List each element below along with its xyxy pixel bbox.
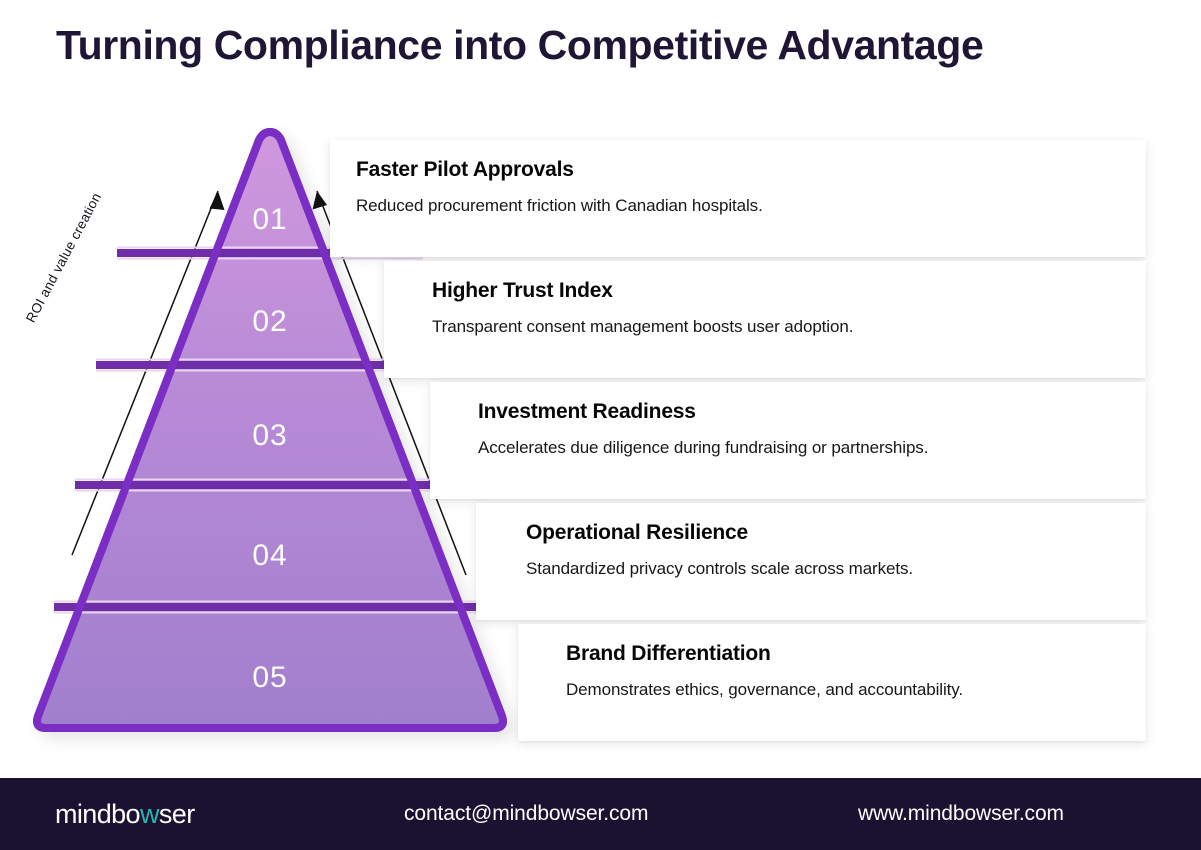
tier-number-04: 04 xyxy=(252,539,288,572)
logo-accent-w: w xyxy=(139,798,160,829)
benefit-card-1-description: Reduced procurement friction with Canadi… xyxy=(356,196,763,215)
benefit-card-5-title: Brand Differentiation xyxy=(566,642,771,665)
benefit-card-4-description: Standardized privacy controls scale acro… xyxy=(526,559,914,578)
benefit-card-2-title: Higher Trust Index xyxy=(432,279,613,302)
benefit-card-1[interactable]: Faster Pilot Approvals Reduced procureme… xyxy=(330,140,1146,257)
benefit-card-3-description: Accelerates due diligence during fundrai… xyxy=(478,438,929,457)
tier-dividers xyxy=(54,246,486,614)
pyramid-stage: 01 02 03 04 05 ROI and value creation Fa… xyxy=(0,118,1201,778)
benefit-card-4-title: Operational Resilience xyxy=(526,521,749,544)
tier-number-01: 01 xyxy=(252,203,288,236)
footer-website[interactable]: www.mindbowser.com xyxy=(858,802,1064,825)
page-title: Turning Compliance into Competitive Adva… xyxy=(56,22,984,68)
mindbowser-logo: mindbowser xyxy=(55,799,195,830)
benefit-card-5[interactable]: Brand Differentiation Demonstrates ethic… xyxy=(518,624,1146,741)
tier-number-05: 05 xyxy=(252,661,288,694)
benefit-card-3[interactable]: Investment Readiness Accelerates due dil… xyxy=(430,382,1146,499)
footer-email[interactable]: contact@mindbowser.com xyxy=(404,802,649,825)
benefit-card-3-title: Investment Readiness xyxy=(478,400,696,423)
logo-text-part2: ser xyxy=(158,798,195,829)
benefit-card-1-title: Faster Pilot Approvals xyxy=(356,158,574,181)
benefit-card-2-description: Transparent consent management boosts us… xyxy=(432,317,854,336)
benefit-card-2[interactable]: Higher Trust Index Transparent consent m… xyxy=(384,261,1146,378)
benefit-card-5-description: Demonstrates ethics, governance, and acc… xyxy=(566,680,964,699)
tier-number-03: 03 xyxy=(252,419,288,452)
pyramid-outline-overlay xyxy=(33,128,507,732)
logo-text-part1: mindbo xyxy=(55,798,141,829)
tier-number-02: 02 xyxy=(252,305,288,338)
pyramid-diagram: 01 02 03 04 05 ROI and value creation xyxy=(0,118,560,758)
benefit-card-4[interactable]: Operational Resilience Standardized priv… xyxy=(476,503,1146,620)
footer-bar: mindbowser contact@mindbowser.com www.mi… xyxy=(0,778,1201,850)
